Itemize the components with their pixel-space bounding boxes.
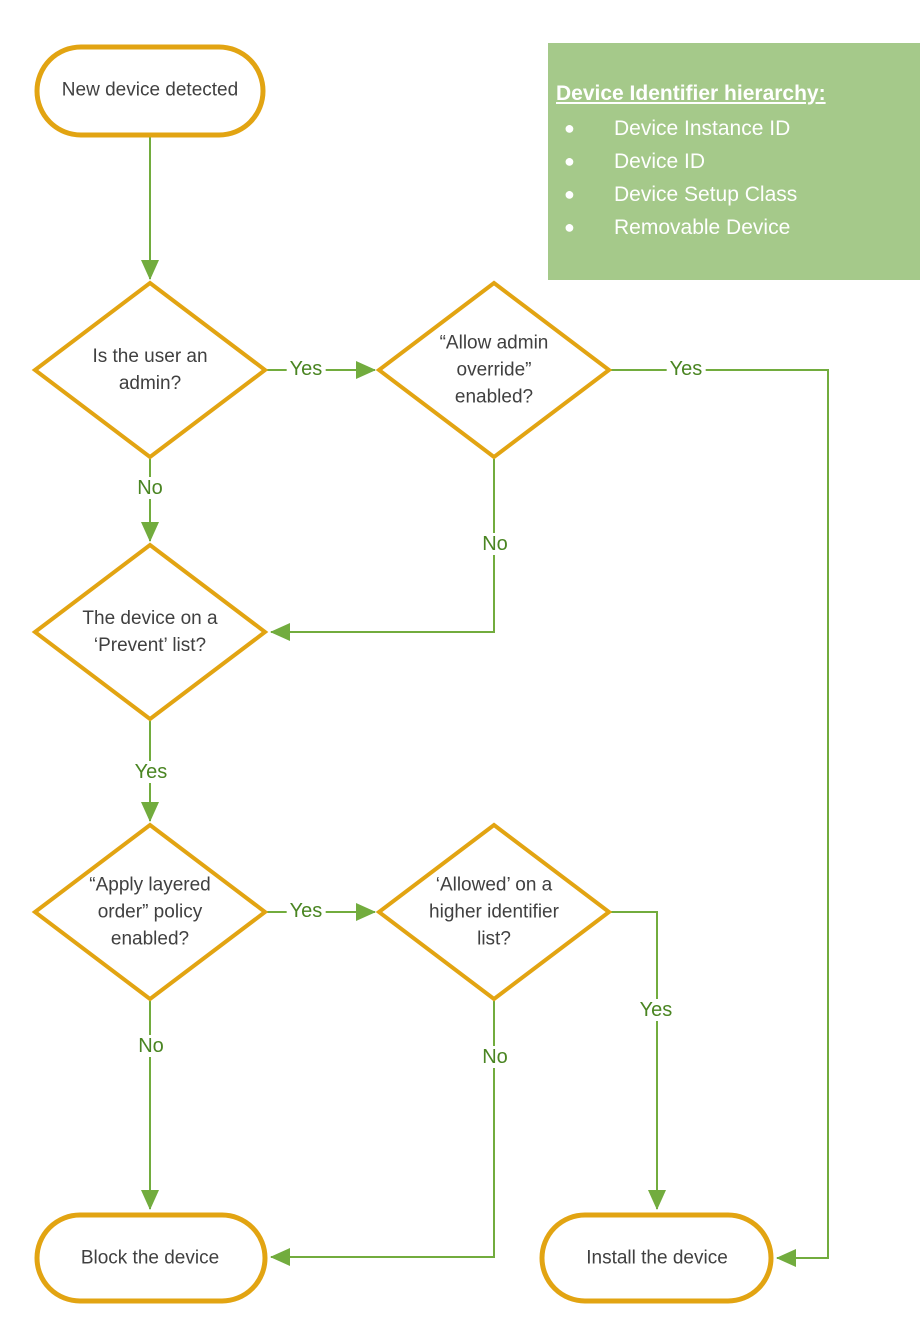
list-item-label: Device ID (614, 150, 706, 173)
bullet-icon: ● (564, 151, 575, 171)
install-terminator-shape (539, 1212, 774, 1304)
list-item: ● Device ID (556, 145, 912, 178)
info-box-title: Device Identifier hierarchy: (556, 82, 826, 105)
list-item-label: Device Setup Class (614, 183, 798, 206)
bullet-icon: ● (564, 217, 575, 237)
override-decision-shape (375, 280, 613, 460)
list-item: ● Device Instance ID (556, 112, 912, 145)
bullet-icon: ● (564, 118, 575, 138)
bullet-icon: ● (564, 184, 575, 204)
start-terminator-shape (34, 44, 266, 138)
list-item: ● Device Setup Class (556, 178, 912, 211)
list-item: ● Removable Device (556, 211, 912, 244)
admin-decision-shape (31, 280, 269, 460)
layered-decision-shape (31, 822, 269, 1002)
block-terminator-shape (34, 1212, 268, 1304)
connector-override-yes-to-install (611, 369, 829, 1267)
device-identifier-hierarchy-box: Device Identifier hierarchy: ● Device In… (548, 43, 920, 280)
info-box-list: ● Device Instance ID ● Device ID ● Devic… (556, 112, 912, 244)
connector-override-no-to-prevent (270, 459, 495, 641)
connector-higher-no-to-block (270, 1001, 495, 1266)
list-item-label: Removable Device (614, 216, 791, 239)
higher-decision-shape (375, 822, 613, 1002)
connector-higher-yes-to-install (611, 911, 666, 1210)
prevent-decision-shape (31, 542, 269, 722)
list-item-label: Device Instance ID (614, 117, 791, 140)
